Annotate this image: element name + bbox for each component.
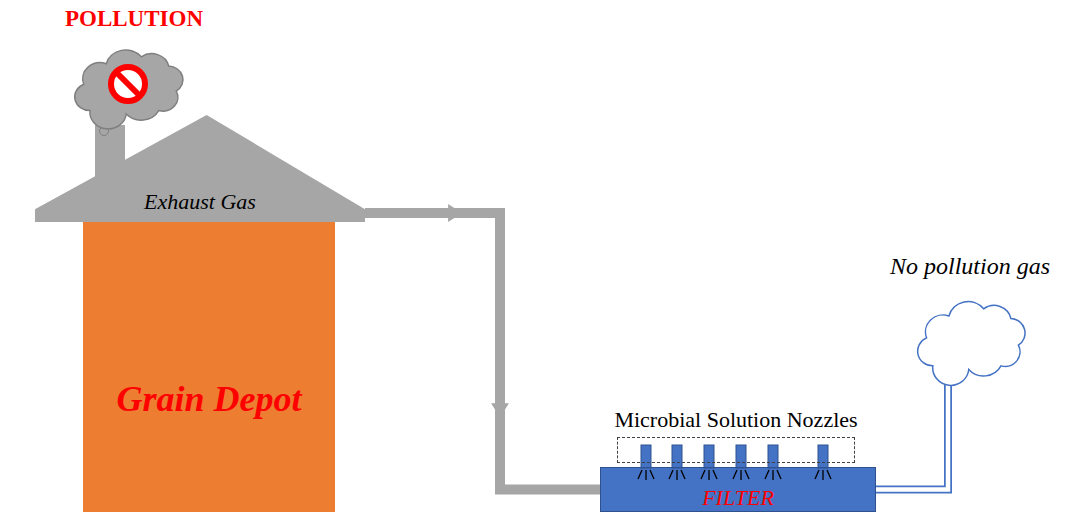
nozzle bbox=[672, 445, 682, 468]
roof-shape bbox=[35, 115, 365, 222]
cloud-shape bbox=[918, 301, 1025, 385]
exhaust-pipe bbox=[365, 213, 600, 490]
spray bbox=[765, 470, 781, 480]
filter-body bbox=[600, 467, 876, 512]
node-label: FILTER bbox=[702, 485, 774, 510]
node-label: Exhaust Gas bbox=[144, 189, 256, 214]
prohibition-sign bbox=[106, 62, 150, 106]
depot-roof: Exhaust Gas bbox=[35, 115, 365, 222]
heading-label: No pollution gas bbox=[890, 253, 1050, 281]
nozzle bbox=[704, 445, 714, 468]
grain-depot: Grain Depot bbox=[83, 222, 335, 512]
cloud-shape bbox=[75, 50, 183, 129]
node-label: Grain Depot bbox=[116, 379, 301, 420]
sprays bbox=[638, 470, 831, 480]
prohibition-bar bbox=[116, 72, 140, 96]
nozzle bbox=[641, 445, 651, 468]
nozzle bbox=[768, 445, 778, 468]
heading-label: Microbial Solution Nozzles bbox=[614, 407, 857, 432]
nozzle bbox=[818, 445, 828, 468]
nozzle-group: Microbial Solution Nozzles bbox=[617, 437, 855, 463]
pipe-connector bbox=[365, 204, 600, 490]
filter-tank: FILTER bbox=[600, 467, 876, 512]
outlet-pipe bbox=[876, 378, 948, 490]
nozzles bbox=[641, 445, 828, 468]
spray bbox=[669, 470, 685, 480]
spray bbox=[701, 470, 717, 480]
spray bbox=[733, 470, 749, 480]
clean-air-cloud: No pollution gas bbox=[908, 293, 1032, 378]
heading-label: POLLUTION bbox=[65, 6, 203, 32]
nozzle bbox=[736, 445, 746, 468]
pollution-cloud: POLLUTION bbox=[65, 42, 190, 122]
pipe-core bbox=[876, 378, 948, 490]
arrow-head bbox=[491, 403, 509, 417]
cloud-outline bbox=[908, 293, 1032, 378]
arrow-head bbox=[448, 204, 462, 222]
pipe-connector bbox=[876, 378, 948, 490]
prohibition-ring bbox=[111, 67, 145, 101]
spray bbox=[815, 470, 831, 480]
spray bbox=[638, 470, 654, 480]
